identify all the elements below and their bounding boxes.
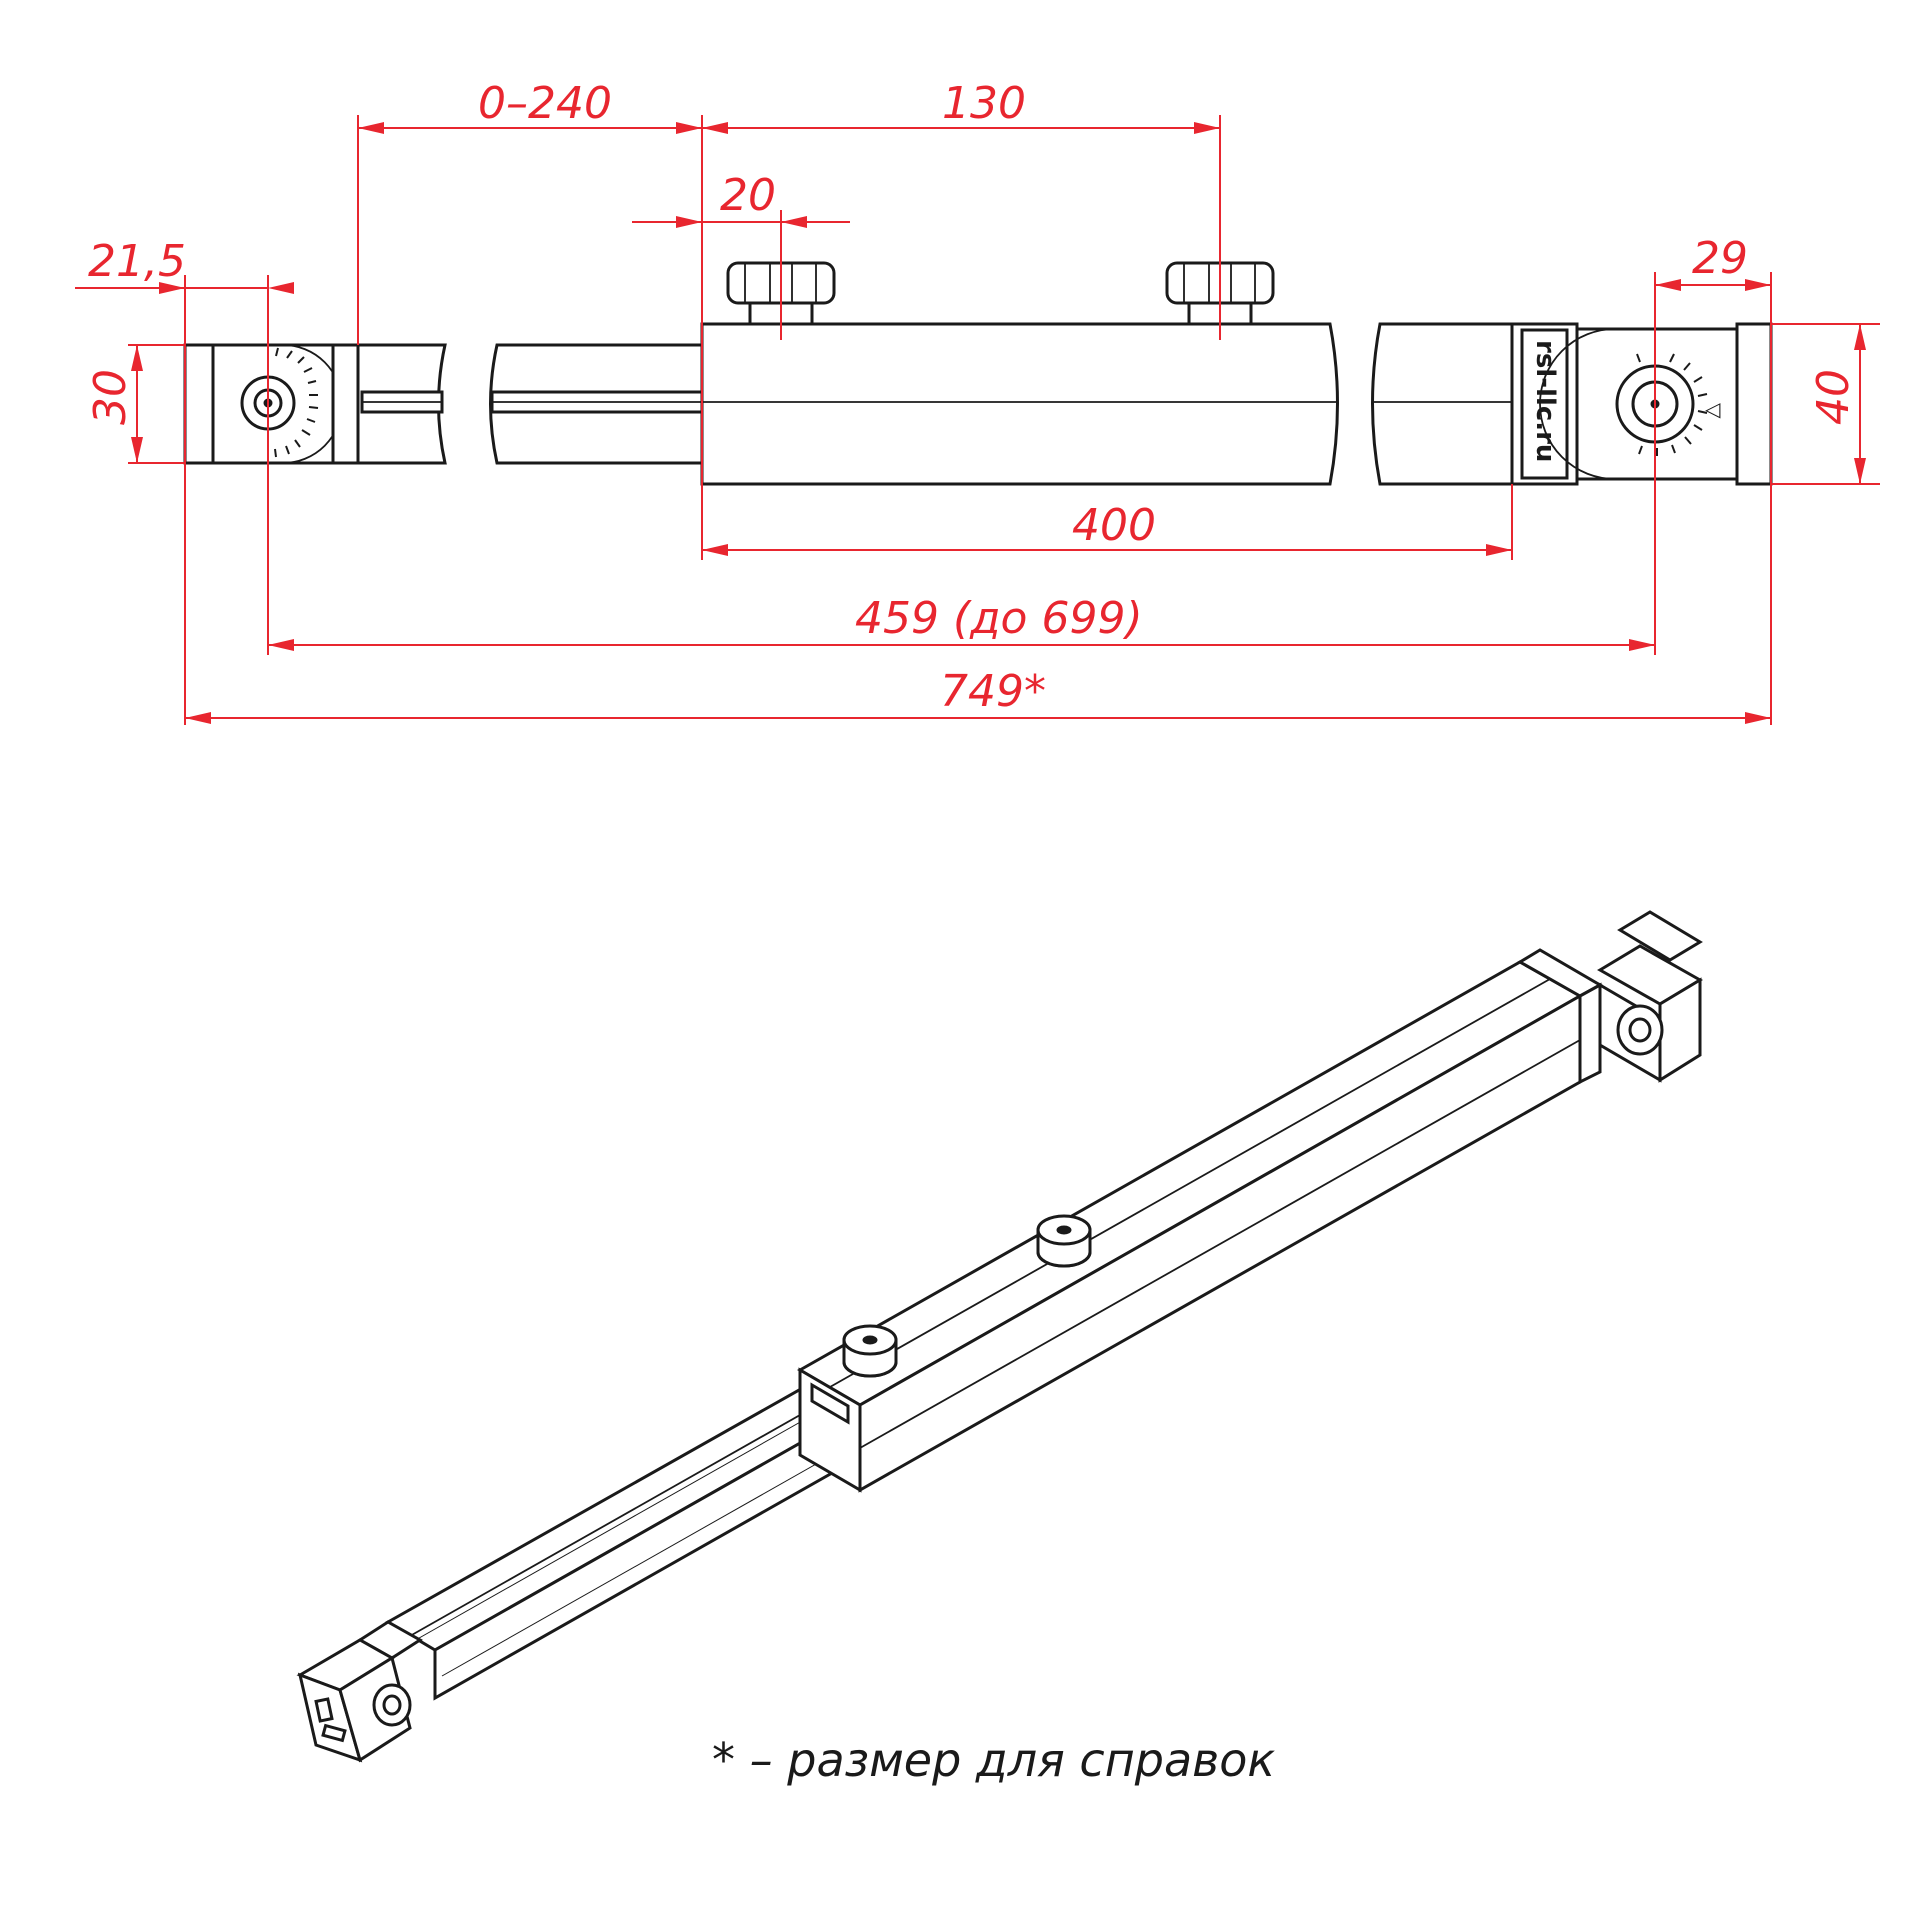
iso-right-cap: [1597, 910, 1703, 1083]
iso-knob-rear[interactable]: [1036, 1214, 1092, 1268]
dim-459-label: 459 (до 699): [855, 593, 1143, 644]
iso-inner-profile: [385, 1383, 859, 1701]
dim-20-label: 20: [720, 170, 776, 221]
dim-40-label: 40: [1808, 369, 1859, 425]
dim-21-5: 21,5: [75, 236, 294, 294]
inner-profile-middle: [489, 343, 704, 465]
right-knurl-ticks: [1636, 352, 1708, 456]
left-knurl-ticks: [274, 347, 319, 458]
dim-20: 20: [632, 170, 850, 228]
inner-profile-left: [331, 343, 447, 465]
right-end-cap: rsl-llc.ru ◁: [1510, 322, 1773, 486]
iso-left-cap: [296, 1620, 423, 1763]
footnote: * – размер для справок: [712, 1733, 1275, 1787]
dim-29-label: 29: [1692, 233, 1748, 284]
direction-triangle: ◁: [1704, 397, 1721, 421]
dim-400-label: 400: [1072, 500, 1156, 551]
left-end-cap: [183, 343, 343, 465]
dim-29: 29: [1655, 233, 1771, 291]
dimensions: 0–240 130 20 21,5 29: [75, 78, 1880, 725]
dim-130-label: 130: [942, 78, 1026, 129]
outer-profile: [700, 322, 1514, 486]
dim-130: 130: [702, 78, 1220, 134]
iso-outer-profile: [796, 960, 1584, 1493]
dim-749: 749*: [185, 666, 1771, 724]
dim-400: 400: [702, 500, 1512, 556]
dim-459: 459 (до 699): [268, 593, 1655, 651]
dim-30: 30: [85, 345, 143, 463]
isometric-view: [296, 910, 1703, 1763]
dim-40: 40: [1808, 324, 1866, 484]
dim-30-label: 30: [85, 369, 136, 425]
iso-knob-front[interactable]: [842, 1324, 898, 1378]
brand-mark: rsl-llc.ru: [1530, 340, 1560, 462]
dim-749-label: 749*: [940, 666, 1046, 717]
dim-0-240: 0–240: [358, 78, 702, 134]
dim-21-5-label: 21,5: [88, 236, 186, 287]
top-view: rsl-llc.ru ◁: [183, 261, 1773, 486]
dim-0-240-label: 0–240: [478, 78, 612, 129]
iso-brand-collar: [1517, 948, 1604, 1085]
